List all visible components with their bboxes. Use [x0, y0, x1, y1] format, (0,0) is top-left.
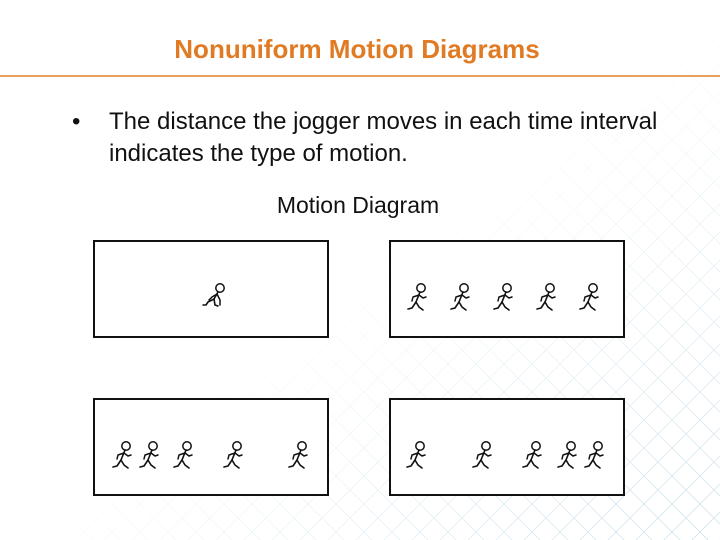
bullet-text: The distance the jogger moves in each ti…: [109, 108, 658, 167]
bullet-marker: •: [72, 108, 81, 135]
jogger-figure: [522, 440, 542, 469]
jogger-figure: [202, 282, 225, 307]
motion-panel-slowing-down: [93, 398, 329, 496]
jogger-figure: [450, 282, 470, 311]
jogger-figure: [493, 282, 513, 311]
motion-panel-stationary: [93, 240, 329, 338]
jogger-figure: [288, 440, 308, 469]
jogger-figure: [472, 440, 492, 469]
motion-panel-constant-speed: [389, 240, 625, 338]
jogger-figures: [202, 282, 225, 307]
jogger-figure: [557, 440, 577, 469]
jogger-figure: [584, 440, 604, 469]
diagram-heading: Motion Diagram: [276, 192, 440, 218]
jogger-figure: [112, 440, 132, 469]
jogger-figure: [407, 282, 427, 311]
jogger-figure: [139, 440, 159, 469]
slide-title: Nonuniform Motion Diagrams: [174, 34, 540, 64]
jogger-figures: [406, 440, 604, 469]
motion-panel-speeding-up: [389, 398, 625, 496]
jogger-figures: [407, 282, 599, 311]
jogger-figure: [223, 440, 243, 469]
jogger-figure: [579, 282, 599, 311]
jogger-figure: [536, 282, 556, 311]
jogger-figures: [112, 440, 308, 469]
jogger-figure: [406, 440, 426, 469]
jogger-figure: [173, 440, 193, 469]
title-divider: [0, 75, 720, 77]
